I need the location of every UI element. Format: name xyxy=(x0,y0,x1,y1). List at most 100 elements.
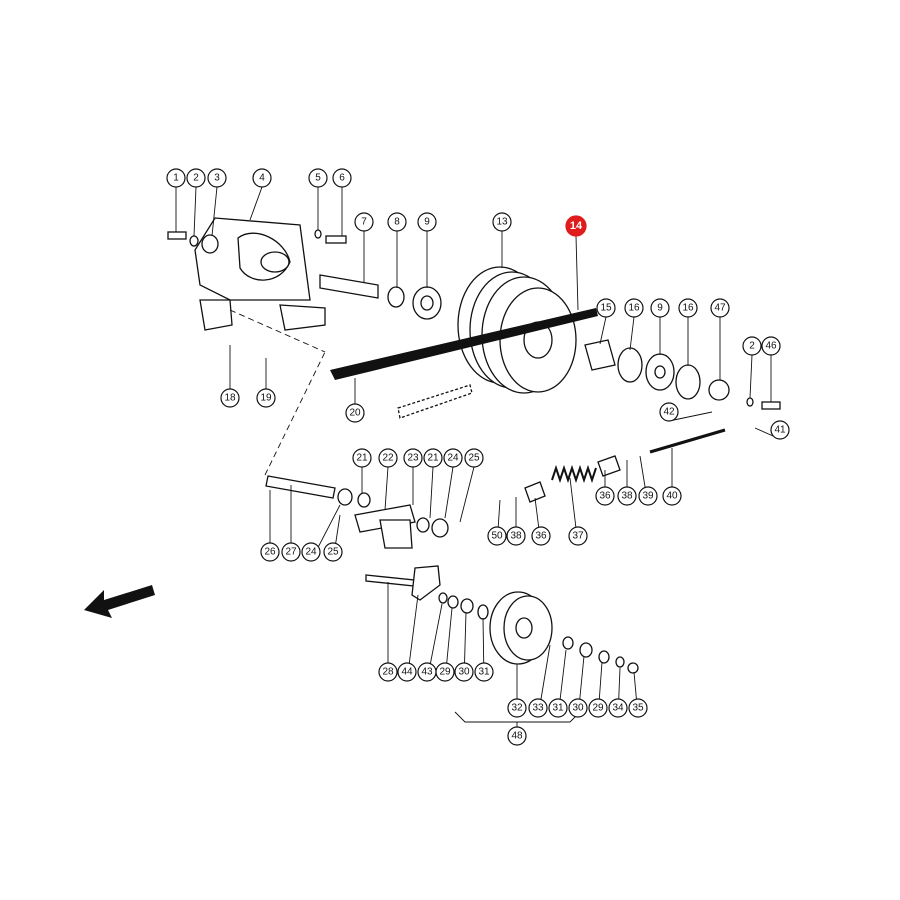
callout-number: 20 xyxy=(349,408,361,419)
circlip-16 xyxy=(617,347,643,383)
part-callout: 3 xyxy=(207,168,227,188)
nut-36b xyxy=(524,481,546,503)
leader-line xyxy=(193,186,197,237)
part-callout: 21 xyxy=(352,448,372,468)
leader-line xyxy=(249,186,263,221)
bolt-28 xyxy=(365,574,415,587)
part-callout: 19 xyxy=(256,388,276,408)
callout-number: 24 xyxy=(447,453,459,464)
part-callout: 31 xyxy=(548,698,568,718)
callout-number: 15 xyxy=(600,303,612,314)
bolt-46 xyxy=(761,401,781,410)
callout-number: 39 xyxy=(642,491,654,502)
highlighted-part-callout: 14 xyxy=(565,215,587,237)
callout-number: 3 xyxy=(214,173,220,184)
part-callout: 38 xyxy=(617,486,637,506)
seal-8 xyxy=(387,286,405,308)
nut-36 xyxy=(597,455,621,477)
callout-number: 9 xyxy=(657,303,663,314)
callout-number: 42 xyxy=(663,407,675,418)
bolt-6 xyxy=(325,235,347,244)
leader-line xyxy=(429,466,434,519)
leader-line xyxy=(629,316,635,351)
callout-number: 29 xyxy=(592,703,604,714)
part-callout: 32 xyxy=(507,698,527,718)
callout-number: 2 xyxy=(193,173,199,184)
washer-2 xyxy=(189,235,199,247)
part-callout: 18 xyxy=(220,388,240,408)
spring-37 xyxy=(551,464,597,484)
part-callout: 27 xyxy=(281,542,301,562)
callout-number: 43 xyxy=(421,667,433,678)
bolt-1 xyxy=(167,231,187,240)
pin-27 xyxy=(265,475,336,499)
circlip-16b xyxy=(675,364,701,400)
part-callout: 48 xyxy=(507,726,527,746)
washer-5 xyxy=(314,229,322,239)
part-callout: 35 xyxy=(628,698,648,718)
shaft-7 xyxy=(319,274,379,299)
callout-number: 7 xyxy=(361,217,367,228)
callout-number: 47 xyxy=(714,303,726,314)
part-callout: 5 xyxy=(308,168,328,188)
part-callout: 15 xyxy=(596,298,616,318)
part-callout: 6 xyxy=(332,168,352,188)
callout-number: 38 xyxy=(510,531,522,542)
leader-line xyxy=(575,235,579,311)
callout-number: 25 xyxy=(468,453,480,464)
part-callout: 34 xyxy=(608,698,628,718)
callout-number: 31 xyxy=(478,667,490,678)
callout-number: 30 xyxy=(572,703,584,714)
callout-number: 14 xyxy=(570,220,583,232)
part-callout: 47 xyxy=(710,298,730,318)
callout-number: 38 xyxy=(621,491,633,502)
direction-arrow-icon xyxy=(84,585,155,618)
part-callout: 23 xyxy=(403,448,423,468)
callout-number: 8 xyxy=(394,217,400,228)
part-callout: 24 xyxy=(301,542,321,562)
callout-number: 19 xyxy=(260,393,272,404)
callout-number: 33 xyxy=(532,703,544,714)
callout-number: 13 xyxy=(496,217,508,228)
bracket-plate xyxy=(194,217,326,331)
belt-20-shadow xyxy=(397,384,473,419)
part-callout: 22 xyxy=(378,448,398,468)
washer-2b xyxy=(746,397,754,407)
callout-number: 25 xyxy=(327,547,339,558)
leader-line xyxy=(749,354,753,399)
callout-number: 37 xyxy=(572,531,584,542)
idler-pulley-32 xyxy=(489,591,553,665)
callout-number: 18 xyxy=(224,393,236,404)
callout-number: 34 xyxy=(612,703,624,714)
callout-number: 9 xyxy=(424,217,430,228)
callout-number: 23 xyxy=(407,453,419,464)
part-callout: 46 xyxy=(761,336,781,356)
callout-number: 2 xyxy=(749,341,755,352)
callout-number: 24 xyxy=(305,547,317,558)
callout-number: 41 xyxy=(774,425,786,436)
part-callout: 41 xyxy=(770,420,790,440)
spacer-15 xyxy=(584,339,616,371)
leader-line xyxy=(599,316,607,345)
callout-number: 26 xyxy=(264,547,276,558)
part-callout: 24 xyxy=(443,448,463,468)
callout-number: 35 xyxy=(632,703,644,714)
callout-number: 36 xyxy=(535,531,547,542)
arm-22 xyxy=(354,504,416,533)
part-callout: 43 xyxy=(417,662,437,682)
leader-line xyxy=(444,466,454,519)
part-callout: 25 xyxy=(323,542,343,562)
plate-44 xyxy=(411,565,441,601)
callout-number: 46 xyxy=(765,341,777,352)
leader-line xyxy=(211,186,218,237)
callout-number: 21 xyxy=(427,453,439,464)
part-callout: 33 xyxy=(528,698,548,718)
part-callout: 50 xyxy=(487,526,507,546)
part-callout: 29 xyxy=(588,698,608,718)
part-callout: 38 xyxy=(506,526,526,546)
callout-number: 36 xyxy=(599,491,611,502)
callout-number: 16 xyxy=(628,303,640,314)
callout-number: 4 xyxy=(259,173,265,184)
